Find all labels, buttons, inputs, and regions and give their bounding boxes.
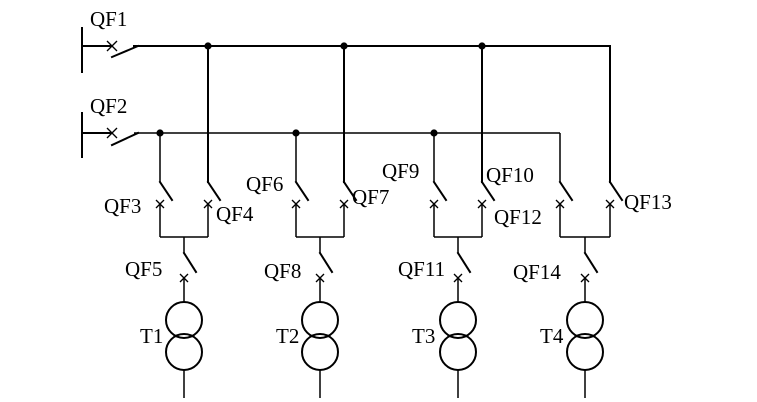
- label-qf4: QF4: [216, 202, 254, 226]
- breaker-qf13: [605, 180, 624, 237]
- transformer-t4: [566, 301, 604, 398]
- label-qf5: QF5: [125, 257, 162, 281]
- breaker-qf14: [580, 237, 599, 302]
- breaker-qf2: [106, 127, 140, 147]
- label-t1: T1: [140, 324, 163, 348]
- breaker-qf5: [179, 237, 198, 302]
- transformer-t1: [165, 301, 203, 398]
- label-qf10: QF10: [486, 163, 534, 187]
- busbar-1: [133, 45, 611, 183]
- label-t4: T4: [540, 324, 564, 348]
- label-qf7: QF7: [352, 185, 389, 209]
- label-qf12: QF12: [494, 205, 542, 229]
- breaker-qf9: [429, 180, 448, 237]
- busbar-2: [134, 132, 561, 182]
- label-qf14: QF14: [513, 260, 561, 284]
- label-t2: T2: [276, 324, 299, 348]
- breaker-qf6: [291, 180, 310, 237]
- breaker-qf7: [339, 180, 358, 237]
- label-qf8: QF8: [264, 259, 301, 283]
- label-qf2: QF2: [90, 94, 127, 118]
- label-qf13: QF13: [624, 190, 672, 214]
- breaker-qf3: [155, 180, 174, 237]
- breaker-qf8: [315, 237, 334, 302]
- label-t3: T3: [412, 324, 435, 348]
- breaker-qf12: [555, 180, 574, 237]
- breaker-qf4: [203, 180, 222, 237]
- source-1: [81, 27, 113, 73]
- label-qf3: QF3: [104, 194, 141, 218]
- breaker-qf11: [453, 237, 472, 302]
- label-qf1: QF1: [90, 7, 127, 31]
- breaker-qf1: [106, 40, 140, 59]
- label-qf9: QF9: [382, 159, 419, 183]
- transformer-t3: [439, 301, 477, 398]
- transformer-t2: [301, 301, 339, 398]
- label-qf6: QF6: [246, 172, 283, 196]
- source-2: [81, 112, 113, 158]
- breaker-qf10: [477, 180, 496, 237]
- label-qf11: QF11: [398, 257, 445, 281]
